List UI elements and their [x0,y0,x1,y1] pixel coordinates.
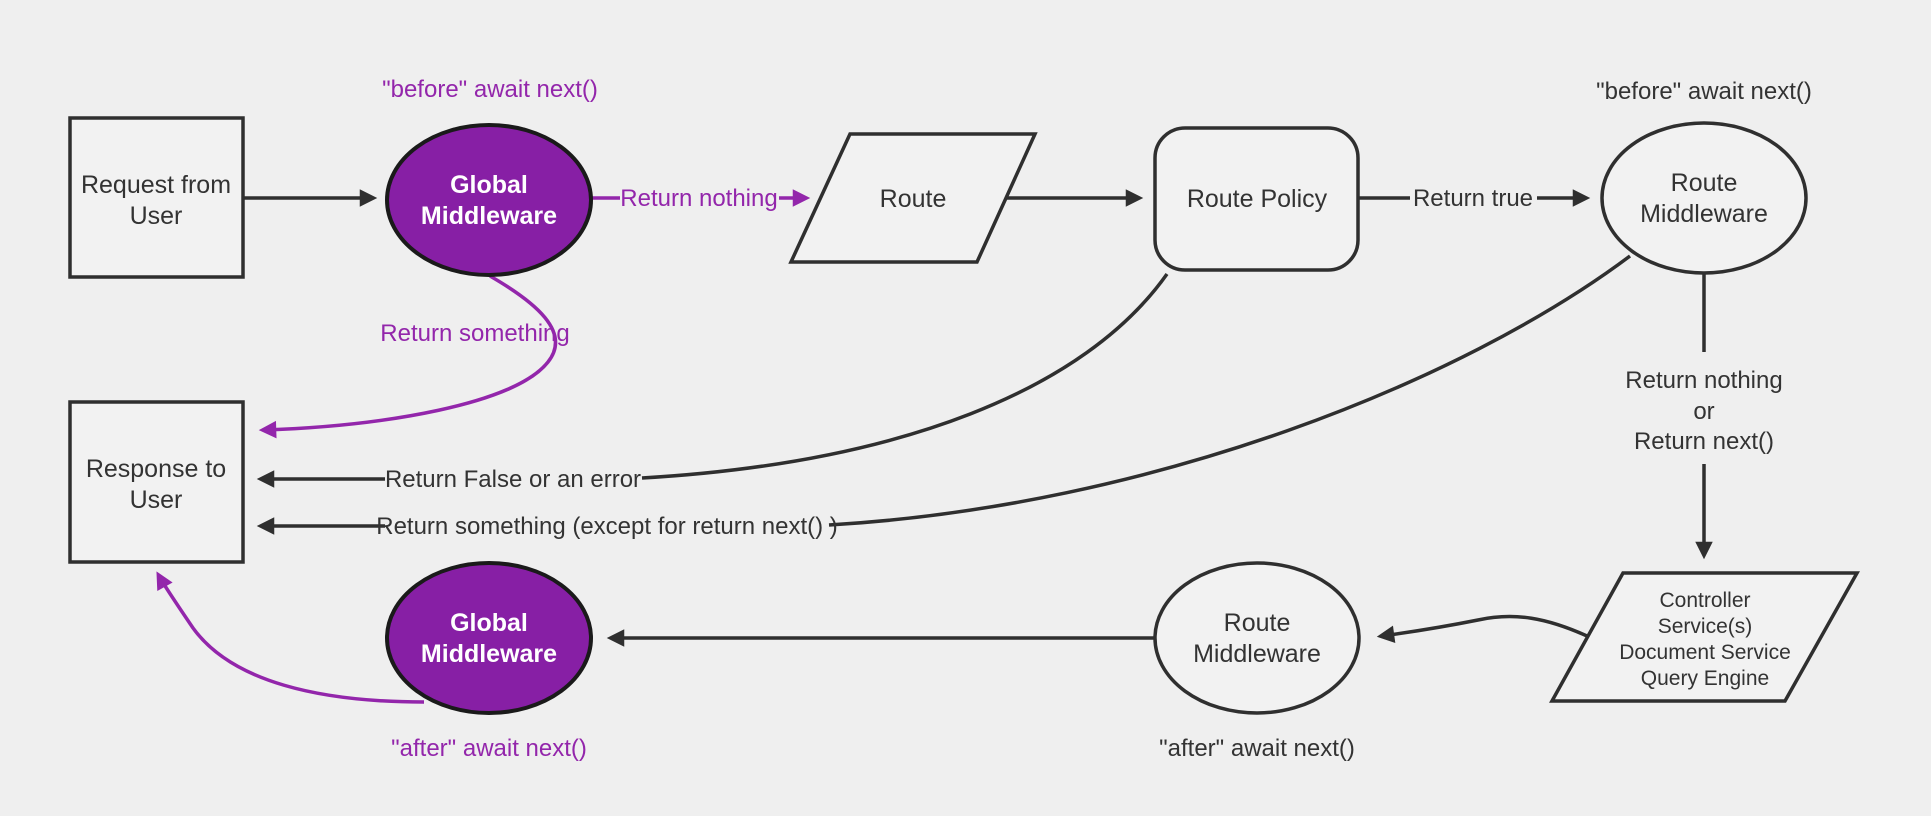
global-middleware-bottom-ellipse [385,561,593,715]
label-return-something-except: Return something (except for return next… [376,513,838,540]
edge-route-middleware-to-response-curve [828,254,1632,527]
global-middleware-bottom-label-line2: Middleware [421,640,557,668]
request-from-user-label-line2: User [130,202,183,230]
edge-route-policy-to-response-curve [641,272,1169,480]
global-middleware-top-label-line2: Middleware [421,202,557,230]
label-after-await-next-global: "after" await next() [391,735,587,762]
controller-services-parallelogram [1549,571,1860,703]
node-request-from-user: Request from User [68,116,245,279]
route-middleware-top-label-line1: Route [1671,169,1738,197]
node-controller-services: Controller Service(s) Document Service Q… [1549,571,1860,703]
response-to-user-label-line2: User [130,486,183,514]
label-return-false-or-error: Return False or an error [385,466,641,493]
label-before-await-next-global: "before" await next() [382,76,598,103]
label-return-something: Return something [380,320,569,347]
controller-label-line2: Service(s) [1658,615,1753,638]
node-route-policy: Route Policy [1153,126,1360,272]
response-to-user-label-line1: Response to [86,455,226,483]
route-parallelogram [788,132,1038,264]
controller-label-line3: Document Service [1619,641,1791,664]
global-middleware-bottom-label-line1: Global [450,609,528,637]
label-return-nothing-or-line2: or [1693,398,1714,425]
global-middleware-top-label-line1: Global [450,171,528,199]
controller-label-line4: Query Engine [1641,667,1769,690]
request-from-user-label-line1: Request from [81,171,231,199]
node-global-middleware-top: Global Middleware [385,123,593,277]
route-label: Route [880,185,947,213]
route-policy-box [1153,126,1360,272]
controller-label-line1: Controller [1659,589,1750,612]
label-return-nothing: Return nothing [620,185,777,212]
edge-global-middleware-to-response [258,274,558,439]
node-route-middleware-bottom: Route Middleware [1153,561,1361,715]
route-middleware-bottom-label-line1: Route [1224,609,1291,637]
response-to-user-box [68,400,245,564]
route-middleware-bottom-ellipse [1153,561,1361,715]
label-return-nothing-or-line1: Return nothing [1625,367,1782,394]
route-middleware-bottom-label-line2: Middleware [1193,640,1321,668]
label-return-true: Return true [1413,185,1533,212]
route-middleware-top-ellipse [1600,121,1808,275]
request-from-user-box [68,116,245,279]
route-middleware-top-label-line2: Middleware [1640,200,1768,228]
node-response-to-user: Response to User [68,400,245,564]
node-global-middleware-bottom: Global Middleware [385,561,593,715]
route-policy-label: Route Policy [1187,185,1328,213]
edge-controller-to-route-middleware-bottom [1376,614,1588,644]
global-middleware-top-ellipse [385,123,593,277]
node-route: Route [788,132,1038,264]
node-route-middleware-top: Route Middleware [1600,121,1808,275]
label-before-await-next-route: "before" await next() [1596,78,1812,105]
label-after-await-next-route: "after" await next() [1159,735,1355,762]
edge-global-middleware-bottom-to-response [156,571,425,704]
label-return-nothing-or-line3: Return next() [1634,428,1774,455]
